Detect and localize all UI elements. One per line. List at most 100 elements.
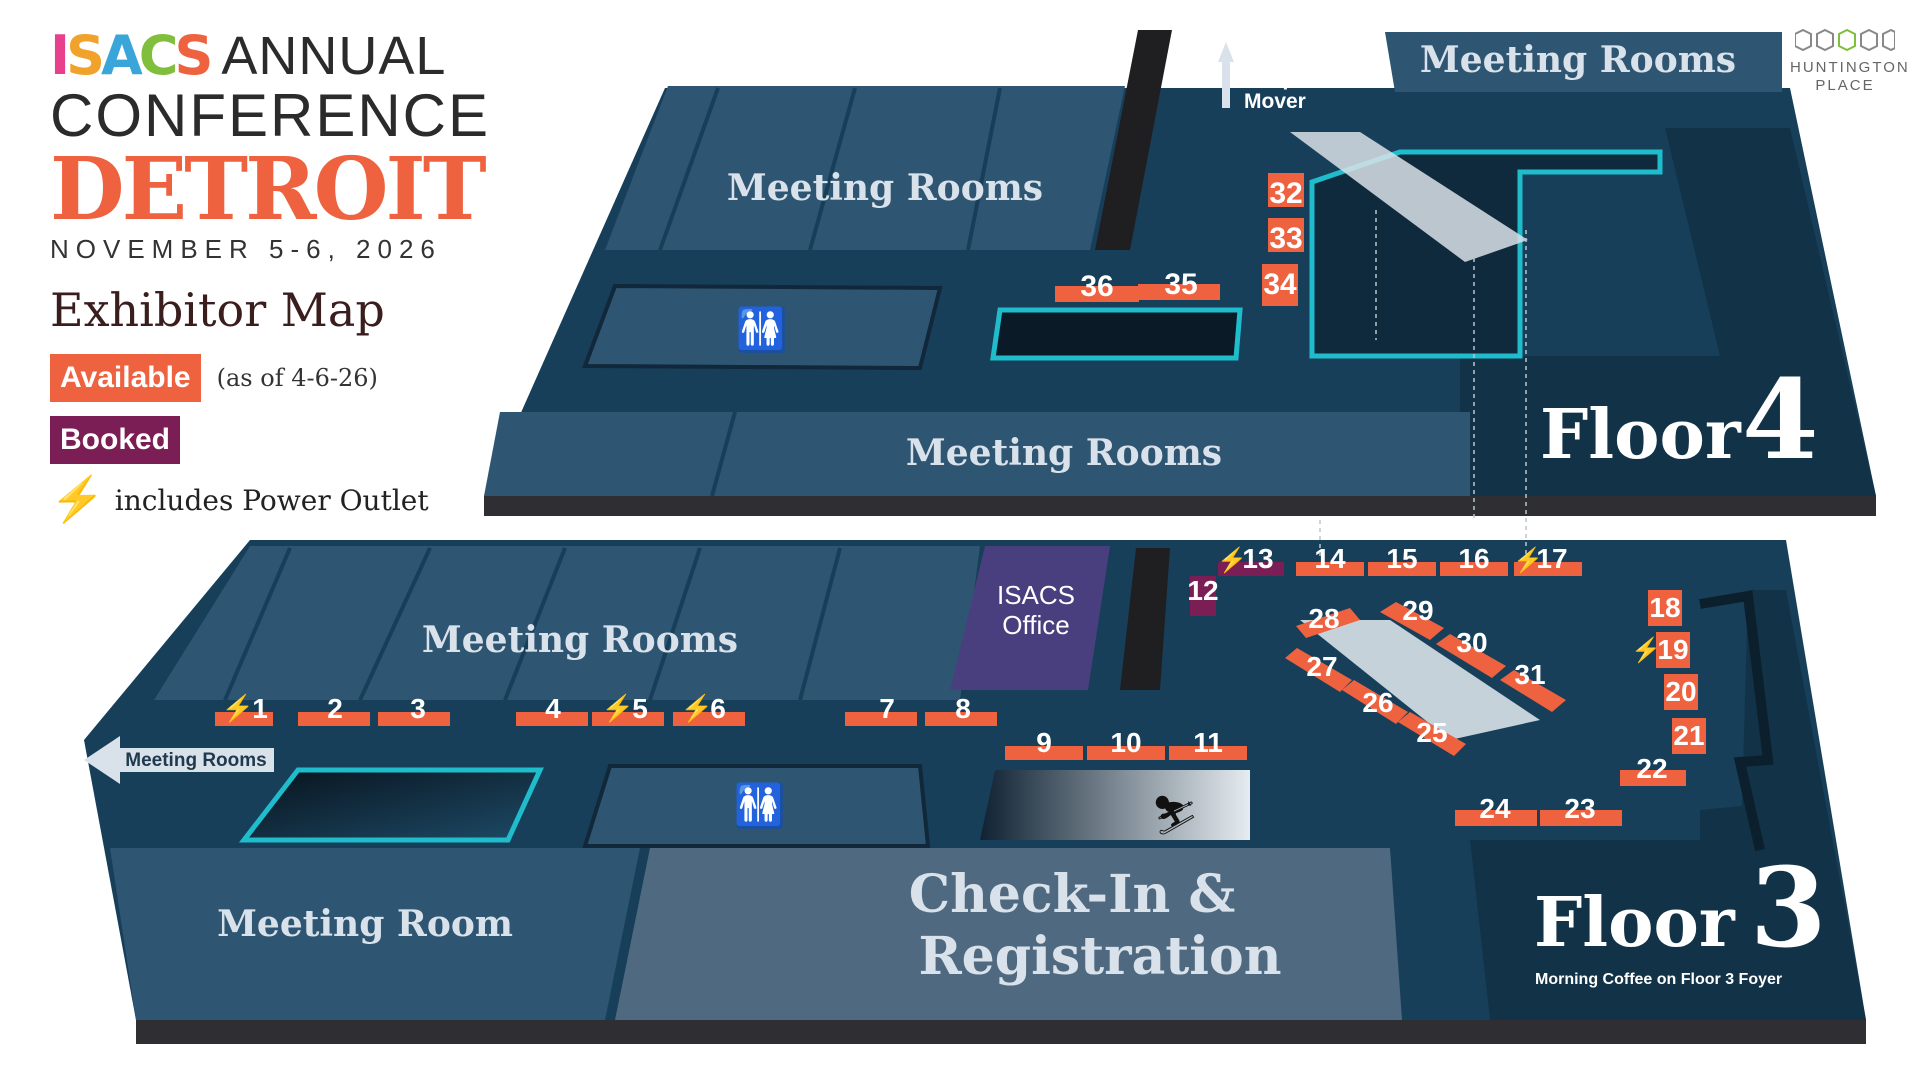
legend-available: Available (as of 4-6-26): [50, 354, 510, 402]
conference-text: CONFERENCE: [50, 82, 491, 149]
booth-15[interactable]: [1368, 562, 1436, 576]
isacs-office-label-1: ISACS: [997, 580, 1075, 610]
booth-35-label: 35: [1164, 268, 1197, 301]
power-bolt-icon: ⚡: [602, 693, 634, 724]
booth-31[interactable]: [1500, 670, 1566, 712]
floor4-restrooms: [582, 283, 943, 371]
booth-36[interactable]: [1055, 286, 1139, 302]
power-bolt-icon: ⚡: [1631, 636, 1661, 664]
booth-36-label: 36: [1080, 270, 1113, 303]
isacs-logo: ISACS: [50, 24, 213, 87]
floor4-meeting-rooms-northeast: [1385, 32, 1782, 92]
booth-7[interactable]: [845, 712, 917, 726]
floor3-number: 3: [1750, 843, 1827, 972]
booth-30[interactable]: [1436, 634, 1506, 678]
checkin-label-1: Check-In &: [909, 864, 1236, 925]
booth-28-label: 28: [1308, 603, 1339, 634]
floor4-number: 4: [1742, 355, 1819, 484]
floor4-room-label-north: Meeting Rooms: [727, 167, 1043, 209]
booth-4[interactable]: [516, 712, 588, 726]
meeting-rooms-west-arrow[interactable]: [84, 736, 274, 784]
booth-33[interactable]: [1268, 218, 1304, 252]
booth-9[interactable]: [1005, 746, 1083, 760]
restroom-icon: 🚻: [736, 305, 788, 354]
floor-4: 🚻 Meeting Rooms Meeting Rooms Meeting Ro…: [484, 30, 1876, 516]
booth-1-label: 1: [252, 693, 268, 724]
booth-20[interactable]: [1664, 674, 1698, 710]
booth-24[interactable]: [1455, 810, 1537, 826]
booth-33-label: 33: [1269, 222, 1302, 255]
map-title: Exhibitor Map: [50, 283, 385, 337]
floor4-room-label-south: Meeting Rooms: [906, 432, 1222, 474]
people-mover-label-1: Detroit: [1244, 44, 1312, 67]
map-header: ISACS ANNUAL CONFERENCE DETROIT NOVEMBER…: [50, 24, 510, 522]
booth-5[interactable]: [592, 712, 664, 726]
booth-6[interactable]: [673, 712, 745, 726]
booth-24-label: 24: [1479, 793, 1511, 824]
floor3-elevator-shaft: [1120, 548, 1170, 690]
restroom-icon: 🚻: [734, 781, 786, 830]
booth-21[interactable]: [1672, 718, 1706, 754]
booth-28[interactable]: [1296, 608, 1360, 638]
booth-23[interactable]: [1540, 810, 1622, 826]
floor3-room-label-north: Meeting Rooms: [422, 619, 738, 661]
booth-14[interactable]: [1296, 562, 1364, 576]
booth-22-label: 22: [1636, 753, 1667, 784]
booth-34-label: 34: [1263, 268, 1297, 301]
booth-13[interactable]: [1218, 562, 1284, 576]
booth-22[interactable]: [1620, 770, 1686, 786]
booked-chip: Booked: [50, 416, 181, 464]
booth-25[interactable]: [1398, 712, 1466, 756]
booth-19[interactable]: [1656, 632, 1690, 668]
floor3-east-block: [1700, 590, 1866, 1020]
venue-logo: HUNTINGTON PLACE: [1790, 28, 1910, 95]
booth-32[interactable]: [1268, 173, 1304, 207]
booth-11[interactable]: [1169, 746, 1247, 760]
booth-12-label: 12: [1187, 575, 1218, 606]
venue-name-line1: HUNTINGTON: [1790, 59, 1910, 76]
booth-17[interactable]: [1514, 562, 1582, 576]
booth-29[interactable]: [1380, 602, 1444, 640]
power-bolt-icon: ⚡: [1217, 546, 1247, 574]
booth-32-label: 32: [1269, 177, 1302, 210]
venue-name-line2: PLACE: [1815, 77, 1875, 94]
brand-letter: I: [50, 24, 70, 87]
morning-coffee-note: Morning Coffee on Floor 3 Foyer: [1535, 971, 1782, 988]
booth-5-label: 5: [632, 693, 648, 724]
people-mover-label-3: Mover: [1244, 90, 1306, 113]
room-divider: [503, 547, 567, 701]
booth-25-label: 25: [1416, 717, 1447, 748]
title-line: ISACS ANNUAL: [50, 24, 510, 87]
city-title: DETROIT: [50, 139, 487, 240]
booth-10[interactable]: [1087, 746, 1165, 760]
power-bolt-icon: ⚡: [222, 693, 254, 724]
floor3-east-wall: [1699, 590, 1774, 852]
booth-20-label: 20: [1665, 676, 1696, 707]
floor3-restrooms: [582, 764, 931, 848]
booth-8[interactable]: [925, 712, 997, 726]
booth-2-label: 2: [327, 693, 343, 724]
booth-3[interactable]: [378, 712, 450, 726]
booth-7-label: 7: [879, 693, 895, 724]
floor4-elevator-shaft: [1095, 30, 1172, 250]
power-legend-text: includes Power Outlet: [114, 483, 429, 517]
booth-34[interactable]: [1262, 264, 1298, 306]
booth-26[interactable]: [1342, 680, 1408, 724]
booth-29-label: 29: [1402, 595, 1433, 626]
escalator-icon: ⛷: [1151, 795, 1199, 837]
floor3-label: Floor: [1534, 883, 1736, 963]
booth-1[interactable]: [215, 712, 273, 726]
booth-16[interactable]: [1440, 562, 1508, 576]
legend-power: ⚡ includes Power Outlet: [50, 478, 510, 522]
booth-23-label: 23: [1564, 793, 1595, 824]
booth-27[interactable]: [1285, 648, 1352, 692]
floor4-atrium-void: [990, 307, 1243, 361]
booth-18[interactable]: [1648, 590, 1682, 626]
isacs-office-label-2: Office: [1002, 610, 1069, 640]
available-chip: Available: [50, 354, 201, 402]
booth-2[interactable]: [298, 712, 370, 726]
room-divider: [658, 87, 720, 251]
booth-12[interactable]: [1190, 576, 1216, 616]
booth-35[interactable]: [1138, 284, 1220, 300]
